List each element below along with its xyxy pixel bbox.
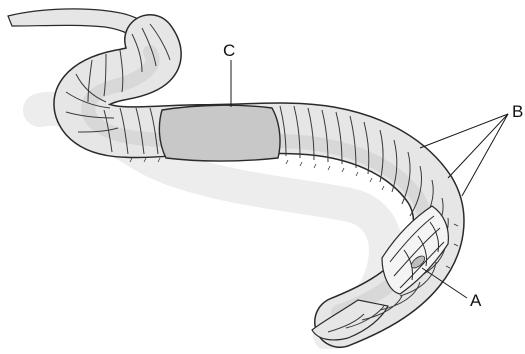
label-c: C: [223, 42, 235, 59]
label-a: A: [470, 292, 481, 309]
clitellum: [159, 105, 280, 161]
leader-line-b-1: [420, 114, 508, 148]
label-b: B: [512, 103, 523, 120]
